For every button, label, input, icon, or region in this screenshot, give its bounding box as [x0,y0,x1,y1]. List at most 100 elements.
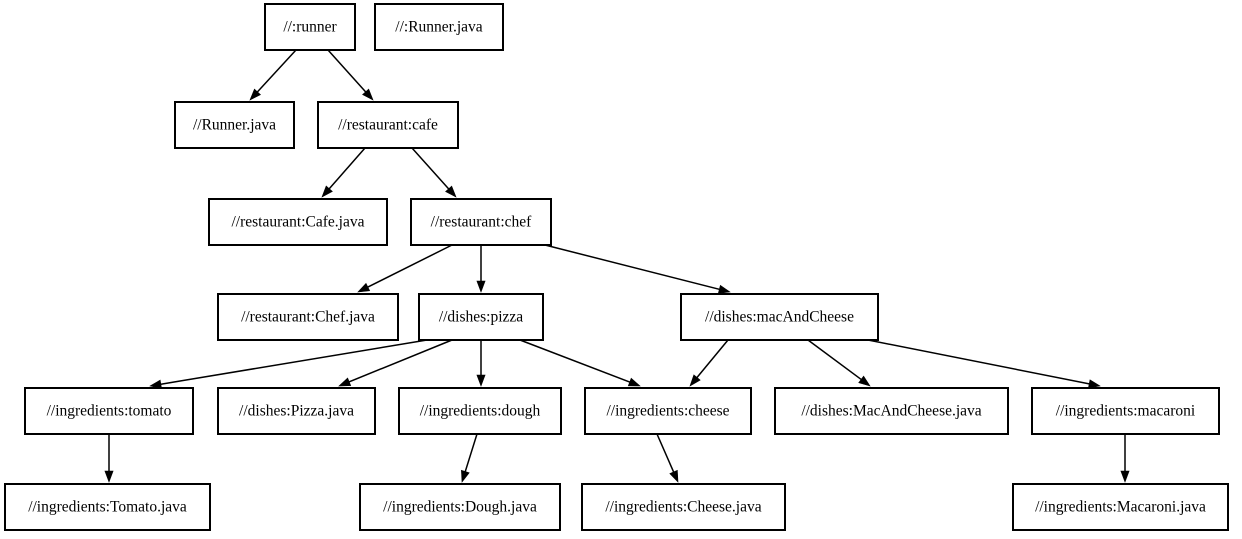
graph-node[interactable]: //restaurant:chef [410,198,552,246]
edge-arrowhead [321,185,333,198]
edge-line [411,147,450,190]
node-box[interactable] [581,483,786,531]
node-box[interactable] [418,293,544,341]
edge-arrowhead [362,88,374,101]
edge-line [348,339,453,383]
edge-line [256,49,297,93]
edge-arrowhead [669,469,679,483]
edge-arrowhead [627,377,641,387]
edges-layer [104,49,1130,483]
edge-line [696,339,729,378]
node-box[interactable] [374,3,504,51]
graph-edge [104,434,114,483]
node-label: //restaurant:chef [431,214,533,231]
node-box[interactable] [217,293,399,341]
node-box[interactable] [208,198,388,246]
graph-node[interactable]: //ingredients:cheese [584,387,752,435]
edge-arrowhead [357,282,371,293]
node-label: //:runner [283,19,337,36]
node-label: //dishes:pizza [439,309,523,326]
graph-edge [321,147,366,198]
graph-node[interactable]: //ingredients:Cheese.java [581,483,786,531]
node-label: //dishes:Pizza.java [239,403,354,420]
edge-line [656,433,675,473]
graph-node[interactable]: //dishes:MacAndCheese.java [774,387,1009,435]
node-label: //ingredients:Tomato.java [28,499,187,516]
graph-edge [357,244,453,293]
edge-arrowhead [1120,470,1130,483]
edge-arrowhead [717,284,731,294]
node-label: //ingredients:Cheese.java [605,499,761,516]
node-label: //ingredients:Dough.java [383,499,537,516]
node-box[interactable] [359,483,561,531]
edge-line [328,147,366,190]
graph-edge [867,339,1101,389]
node-label: //ingredients:macaroni [1056,403,1196,420]
node-box[interactable] [1012,483,1229,531]
node-box[interactable] [264,3,356,51]
edge-arrowhead [461,469,470,483]
graph-node[interactable]: //restaurant:cafe [317,101,459,149]
node-box[interactable] [410,198,552,246]
graph-edge [149,339,428,389]
node-box[interactable] [24,387,194,435]
graph-node[interactable]: //ingredients:Macaroni.java [1012,483,1229,531]
edge-line [327,49,367,93]
node-box[interactable] [584,387,752,435]
graph-node[interactable]: //Runner.java [174,101,295,149]
edge-line [464,433,478,472]
graph-node[interactable]: //restaurant:Cafe.java [208,198,388,246]
node-label: //ingredients:tomato [47,403,172,420]
edge-arrowhead [149,379,162,389]
edge-line [867,339,1090,385]
graph-node[interactable]: //ingredients:macaroni [1031,387,1220,435]
edge-line [807,339,862,381]
edge-arrowhead [858,375,871,387]
node-box[interactable] [174,101,295,149]
graph-node[interactable]: //ingredients:Dough.java [359,483,561,531]
edge-line [367,244,453,288]
graph-node[interactable]: //ingredients:dough [398,387,562,435]
graph-node[interactable]: //ingredients:tomato [24,387,194,435]
graph-node[interactable]: //restaurant:Chef.java [217,293,399,341]
edge-arrowhead [249,88,261,101]
edge-arrowhead [104,470,114,483]
graph-node[interactable]: //ingredients:Tomato.java [4,483,211,531]
graph-edge [338,339,453,387]
node-box[interactable] [774,387,1009,435]
node-label: //restaurant:cafe [338,117,438,134]
graph-edge [807,339,871,387]
graph-edge [327,49,374,101]
edge-line [544,244,720,291]
graph-edge [476,340,486,387]
graph-node[interactable]: //:runner [264,3,356,51]
node-label: //:Runner.java [395,19,483,36]
node-label: //dishes:macAndCheese [705,309,854,326]
graph-node[interactable]: //dishes:pizza [418,293,544,341]
graph-node[interactable]: //:Runner.java [374,3,504,51]
node-box[interactable] [398,387,562,435]
node-box[interactable] [317,101,459,149]
edge-arrowhead [689,374,701,387]
edge-arrowhead [1088,379,1101,389]
node-label: //Runner.java [193,117,276,134]
graph-edge [519,339,641,387]
edge-arrowhead [476,280,486,293]
graph-edge [461,433,478,483]
nodes-layer: //:runner //:Runner.java //Runner.java //re… [4,3,1229,531]
node-box[interactable] [217,387,376,435]
graph-edge [249,49,297,101]
node-box[interactable] [1031,387,1220,435]
node-box[interactable] [680,293,879,341]
edge-arrowhead [445,185,457,198]
graph-node[interactable]: //dishes:Pizza.java [217,387,376,435]
graph-edge [544,244,731,294]
node-box[interactable] [4,483,211,531]
edge-arrowhead [476,374,486,387]
graph-edge [411,147,457,198]
node-label: //ingredients:cheese [606,403,729,420]
graph-node[interactable]: //dishes:macAndCheese [680,293,879,341]
node-label: //ingredients:Macaroni.java [1035,499,1206,516]
